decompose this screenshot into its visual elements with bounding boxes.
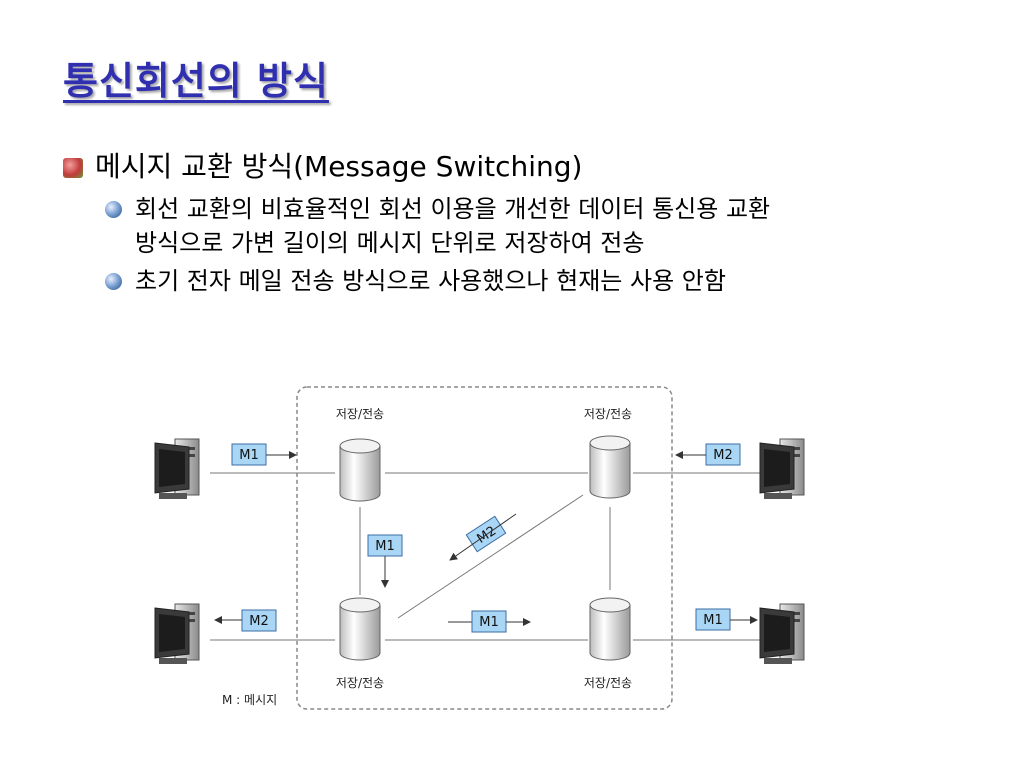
bullet-circle-icon [105,273,122,290]
sub-bullet-1: 회선 교환의 비효율적인 회선 이용을 개선한 데이터 통신용 교환 방식으로 … [105,192,770,260]
node-label: 저장/전송 [584,676,632,690]
main-bullet-text: 메시지 교환 방식(Message Switching) [95,150,583,183]
network-links [210,472,760,641]
terminal-top-left [154,438,200,500]
terminal-top-right [759,438,805,500]
message-label: M2 [249,614,269,629]
message-label: M1 [375,539,395,554]
message-m2-bottom-left: M2 [214,609,277,632]
message-label: M1 [479,615,499,630]
message-label: M1 [239,448,259,463]
bullet-square-icon [63,158,83,178]
sub-bullet-2-line-1: 초기 전자 메일 전송 방식으로 사용했으나 현재는 사용 안함 [135,267,726,295]
message-m2-diagonal: M2 [449,513,517,561]
message-m1-vertical: M1 [367,534,403,588]
message-m1-bottom-right: M1 [695,608,758,631]
node-label: 저장/전송 [336,407,384,421]
main-bullet: 메시지 교환 방식(Message Switching) [63,145,582,185]
sub-bullet-1-line-2: 방식으로 가변 길이의 메시지 단위로 저장하여 전송 [135,229,645,257]
node-label: 저장/전송 [336,676,384,690]
message-m1-bottom-middle: M1 [448,610,531,633]
terminal-bottom-left [154,603,200,665]
network-boundary [296,386,673,710]
node-top-left [339,438,381,502]
bullet-circle-icon [105,201,122,218]
sub-bullet-1-line-1: 회선 교환의 비효율적인 회선 이용을 개선한 데이터 통신용 교환 [135,195,771,223]
node-bottom-left [339,597,381,661]
sub-bullet-2: 초기 전자 메일 전송 방식으로 사용했으나 현재는 사용 안함 [105,264,726,298]
message-label: M1 [703,613,723,628]
slide-title: 통신회선의 방식 [63,59,329,103]
node-bottom-right [589,597,631,661]
message-label: M2 [713,448,733,463]
terminal-bottom-right [759,603,805,665]
message-m2-top-right: M2 [675,443,741,466]
message-m1-top-left: M1 [231,443,297,466]
node-top-right [589,435,631,499]
node-label: 저장/전송 [584,407,632,421]
legend: M : 메시지 [222,693,277,707]
